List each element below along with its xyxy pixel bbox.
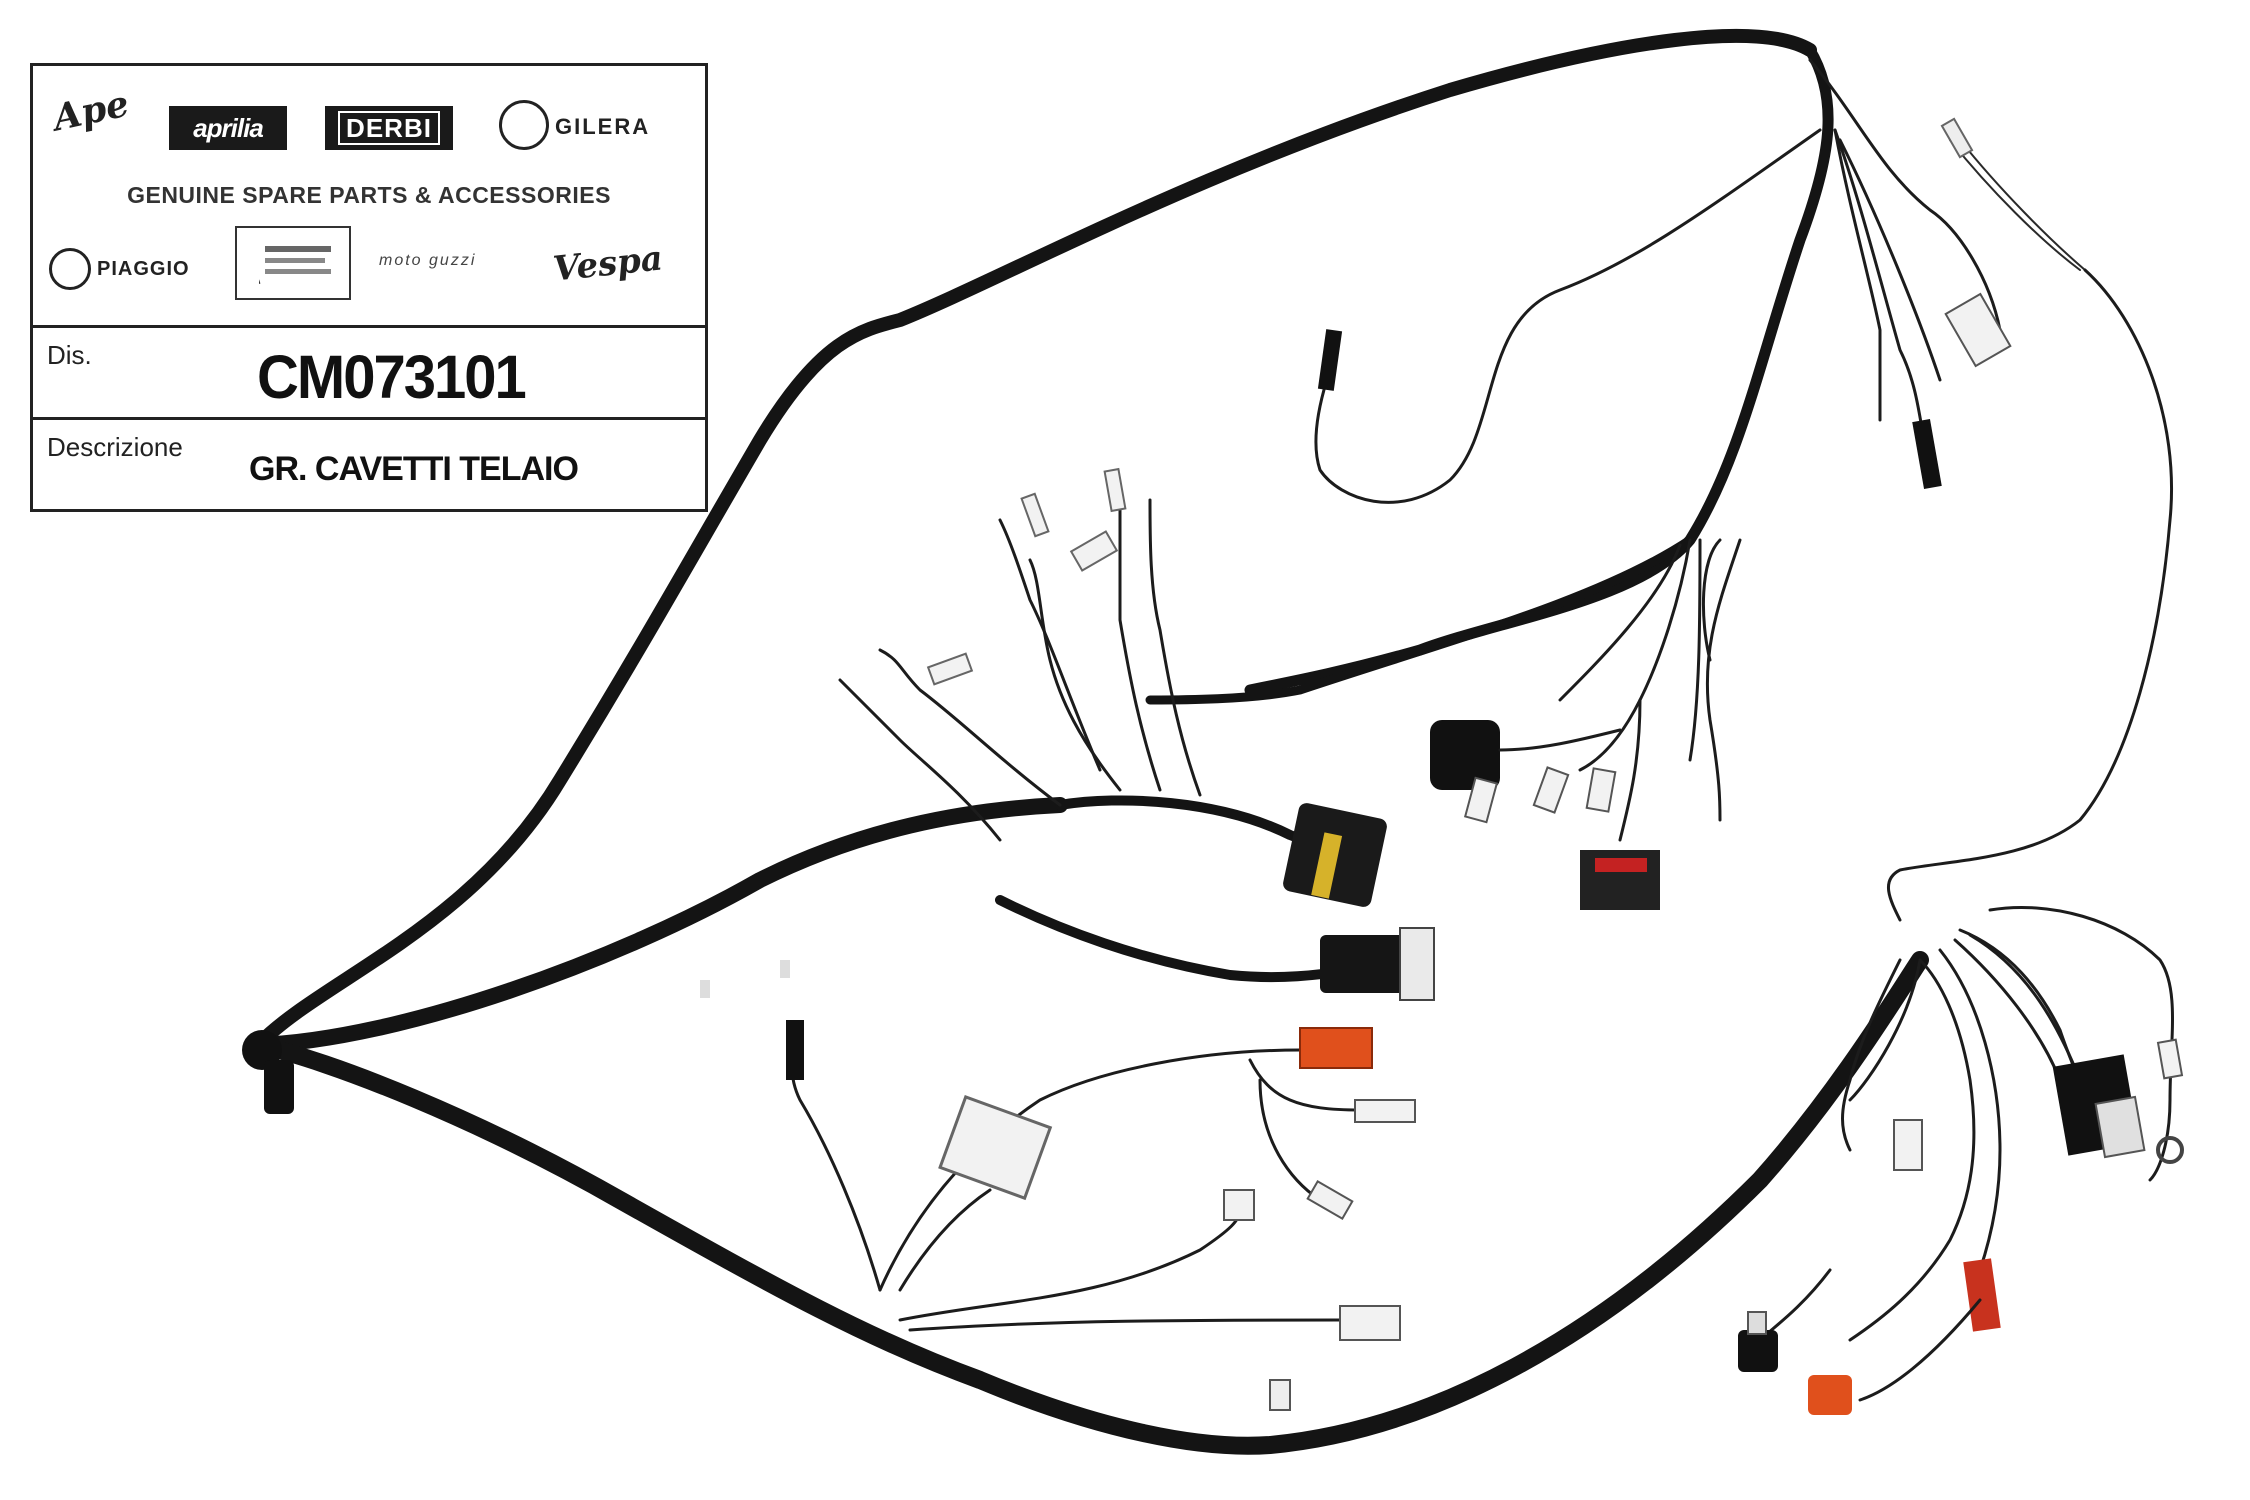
gilera-emblem-icon: [499, 100, 549, 150]
connector-orange: [1299, 1027, 1373, 1069]
terminal-white-2: [1532, 766, 1570, 814]
connector-orange-lower: [1808, 1375, 1852, 1415]
terminal-white-3: [1585, 767, 1617, 813]
drawing-number-row: Dis. CM073101: [33, 328, 705, 420]
gilera-logo: GILERA: [555, 114, 651, 139]
ape-logo: Ape: [49, 82, 133, 140]
terminal-loop-end: [1317, 329, 1343, 391]
dis-label: Dis.: [47, 340, 92, 370]
harness-lower-trunk: [250, 797, 1068, 1053]
derbi-logo: DERBI: [325, 106, 453, 150]
connector-black-round: [1430, 720, 1500, 790]
harness-lower-trunk-2: [249, 951, 1929, 1455]
piaggio-group-mark-icon: [241, 233, 331, 285]
description-value: GR. CAVETTI TELAIO: [249, 450, 579, 488]
ring-terminal: [2156, 1136, 2184, 1164]
tagline: GENUINE SPARE PARTS & ACCESSORIES: [127, 182, 611, 208]
description-label: Descrizione: [47, 432, 183, 462]
brand-logos-panel: Ape aprilia DERBI GILERA GENUINE SPARE P…: [33, 66, 705, 328]
moto-guzzi-logo: moto guzzi: [379, 252, 477, 269]
connector-white-large: [938, 1094, 1053, 1201]
harness-clip: [264, 1060, 294, 1114]
connector-black-white-face: [1320, 935, 1420, 993]
part-label-card: Ape aprilia DERBI GILERA GENUINE SPARE P…: [30, 63, 708, 512]
derbi-logo-text: DERBI: [338, 111, 440, 145]
harness-main-trunk: [251, 28, 1817, 1052]
connector-white-flat: [1339, 1305, 1401, 1341]
connector-small-black: [1912, 418, 1942, 490]
piaggio-logo: PIAGGIO: [97, 258, 190, 280]
piaggio-emblem-icon: [49, 248, 91, 290]
connector-black-cap: [1738, 1330, 1778, 1372]
aprilia-logo: aprilia: [169, 106, 287, 150]
terminal-top-right: [1944, 292, 2012, 368]
vespa-logo: Vespa: [551, 238, 665, 290]
terminal-white-right: [1893, 1119, 1923, 1171]
description-row: Descrizione GR. CAVETTI TELAIO: [33, 420, 705, 512]
part-code: CM073101: [257, 343, 527, 412]
harness-middle-branch: [1145, 535, 1695, 705]
piaggio-group-logo-icon: [235, 226, 351, 300]
harness-upper-branch: [1244, 44, 1834, 696]
terminal-white-1: [1463, 776, 1499, 824]
terminal-black-post: [786, 1020, 804, 1080]
connector-red-tab: [1963, 1258, 2001, 1332]
